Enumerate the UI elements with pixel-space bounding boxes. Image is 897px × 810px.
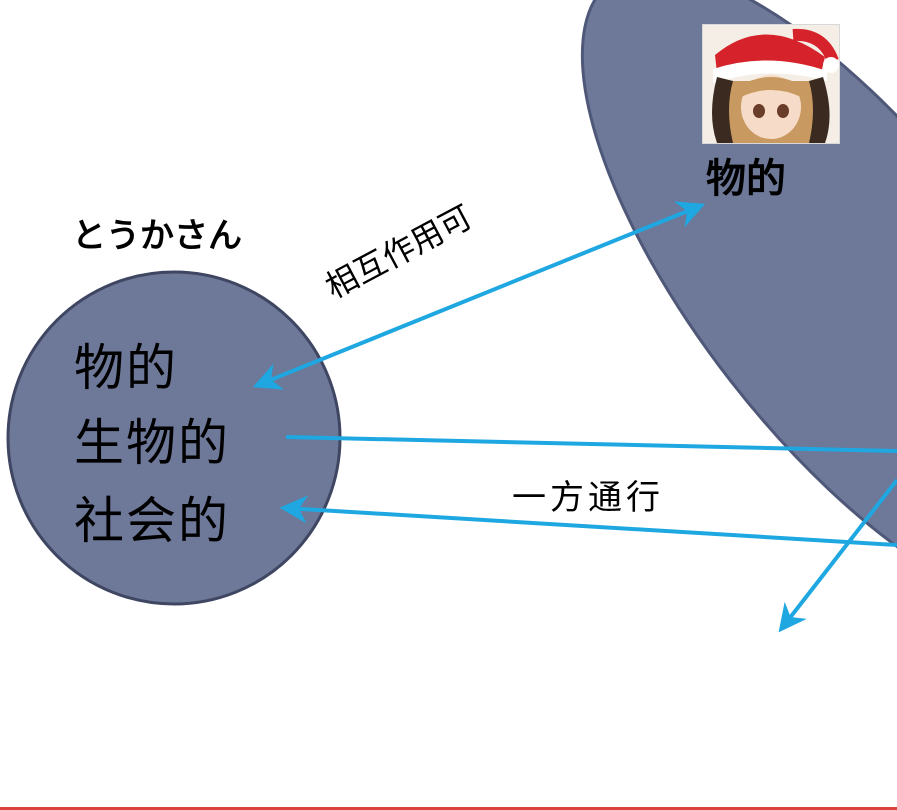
circle-line-social: 社会的 [74, 492, 230, 550]
bottom-rule [0, 807, 897, 810]
one-way-label: 一方通行 [512, 478, 664, 518]
circle-line-biological: 生物的 [74, 414, 230, 472]
incoming-arrow [279, 495, 897, 547]
circle-line-physical: 物的 [74, 339, 178, 397]
left-entity-name: とうかさん [72, 216, 242, 256]
bidirectional-arrow [252, 201, 706, 390]
downward-arrow [778, 478, 897, 633]
doll-avatar-image [702, 24, 840, 144]
right-entity-caption: 物的 [706, 156, 786, 202]
outgoing-arrow-line [285, 435, 897, 453]
